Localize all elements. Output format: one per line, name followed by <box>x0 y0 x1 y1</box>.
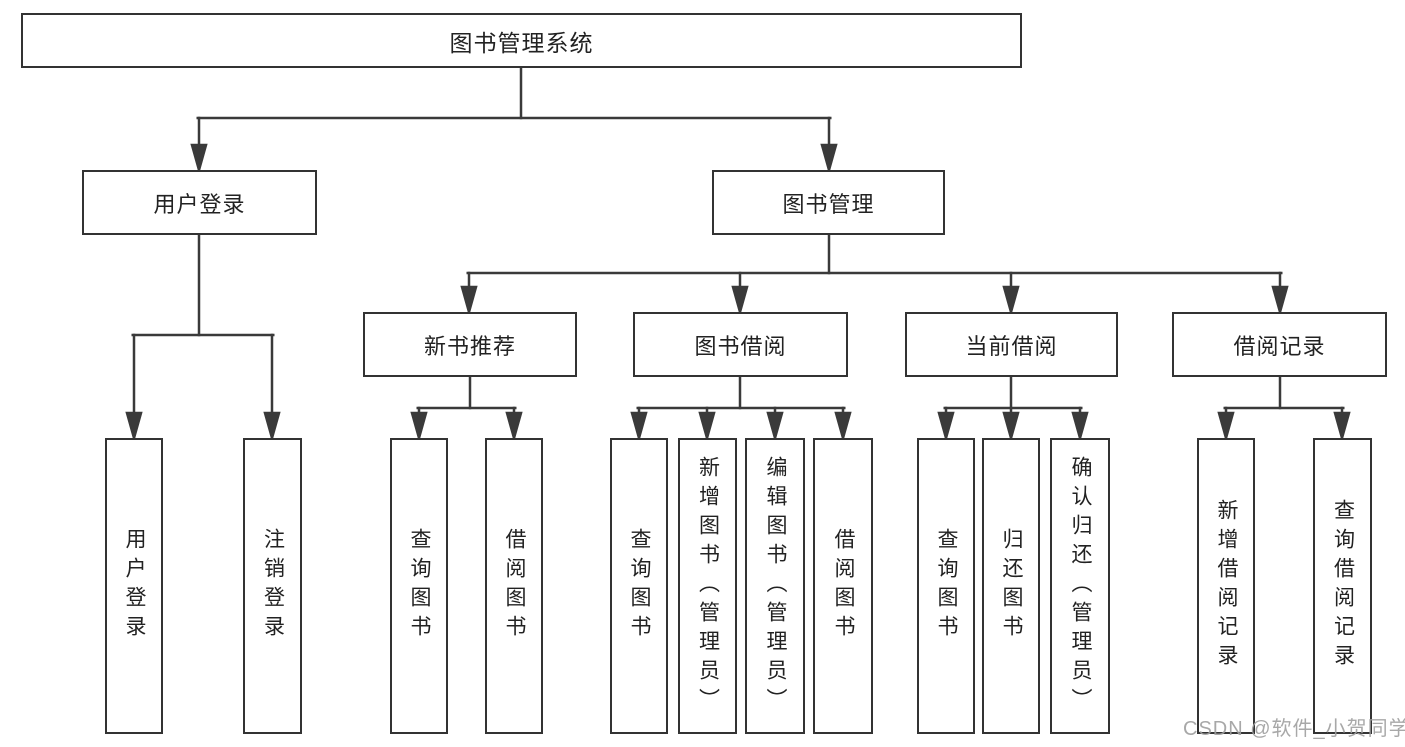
node-book-borrowing: 图书借阅 <box>633 312 848 377</box>
node-label: 确认归还（管理员） <box>1069 455 1092 717</box>
leaf-edit-books-admin: 编辑图书（管理员） <box>745 438 805 734</box>
leaf-query-books-borrow: 查询图书 <box>610 438 668 734</box>
edge-user-login-to-leaves <box>125 233 281 443</box>
node-current-borrowing: 当前借阅 <box>905 312 1118 377</box>
node-label: 归还图书 <box>1000 528 1023 644</box>
leaf-user-login: 用户登录 <box>105 438 163 734</box>
node-label: 借阅记录 <box>1233 333 1326 359</box>
node-label: 用户登录 <box>123 528 146 644</box>
leaf-query-books-current: 查询图书 <box>917 438 975 734</box>
node-label: 新增图书（管理员） <box>696 455 720 717</box>
node-label: 图书管理 <box>782 191 875 217</box>
node-label: 新书推荐 <box>423 333 516 359</box>
node-borrowing-records: 借阅记录 <box>1172 312 1387 377</box>
node-label: 查询借阅记录 <box>1331 499 1355 673</box>
edge-borrow-records-to-leaves <box>1217 375 1351 443</box>
leaf-borrow-books-recommend: 借阅图书 <box>485 438 543 734</box>
leaf-query-books-recommend: 查询图书 <box>390 438 448 734</box>
node-book-management: 图书管理 <box>712 170 945 235</box>
leaf-return-books: 归还图书 <box>982 438 1040 734</box>
node-label: 图书借阅 <box>694 333 787 359</box>
node-label: 注销登录 <box>261 528 285 644</box>
node-label: 借阅图书 <box>503 528 526 644</box>
leaf-confirm-return-admin: 确认归还（管理员） <box>1050 438 1110 734</box>
leaf-borrow-books: 借阅图书 <box>813 438 873 734</box>
edge-root-to-level2 <box>190 66 838 175</box>
node-label: 查询图书 <box>628 528 651 644</box>
node-library-management-system: 图书管理系统 <box>21 13 1022 68</box>
node-label: 用户登录 <box>153 191 246 217</box>
node-label: 查询图书 <box>408 528 431 644</box>
node-label: 编辑图书（管理员） <box>764 455 787 717</box>
node-label: 图书管理系统 <box>449 29 594 56</box>
leaf-add-books-admin: 新增图书（管理员） <box>678 438 737 734</box>
node-label: 查询图书 <box>935 528 958 644</box>
node-label: 借阅图书 <box>832 528 855 644</box>
edge-new-book-rec-to-leaves <box>410 375 523 443</box>
node-label: 当前借阅 <box>965 333 1058 359</box>
csdn-watermark: CSDN @软件_小贺同学 <box>1183 718 1405 740</box>
node-label: 新增借阅记录 <box>1215 499 1238 673</box>
leaf-query-borrow-record: 查询借阅记录 <box>1313 438 1372 734</box>
edge-book-borrow-to-leaves <box>630 375 852 443</box>
leaf-logout: 注销登录 <box>243 438 302 734</box>
leaf-add-borrow-record: 新增借阅记录 <box>1197 438 1255 734</box>
edge-current-borrow-to-leaves <box>937 375 1089 443</box>
edge-book-mgmt-to-level3 <box>460 233 1289 317</box>
node-new-book-recommend: 新书推荐 <box>363 312 577 377</box>
node-user-login: 用户登录 <box>82 170 317 235</box>
